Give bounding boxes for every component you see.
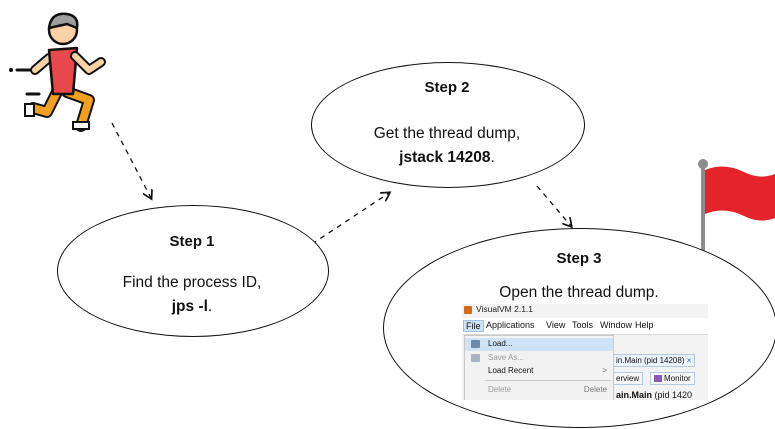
visualvm-menubar: File Applications View Tools Window Help: [462, 318, 708, 335]
step2-line1: Get the thread dump,: [373, 125, 521, 142]
menu-item-save-as-label: Save As...: [488, 353, 525, 362]
flag-icon: [698, 159, 775, 274]
load-icon: [471, 340, 480, 348]
menu-item-load-recent-label: Load Recent: [488, 366, 534, 375]
step3-title: Step 3: [556, 250, 602, 267]
step1-command-line: jps -l.: [57, 295, 327, 319]
step1-text: Find the process ID, jps -l.: [57, 271, 327, 319]
menu-item-delete[interactable]: Delete Delete: [465, 384, 613, 397]
menu-item-delete-label: Delete: [488, 385, 512, 394]
step1-command: jps -l: [171, 298, 208, 315]
tab-monitor[interactable]: Monitor: [650, 372, 695, 385]
tab-process[interactable]: in.Main (pid 14208) ×: [612, 354, 696, 367]
menu-item-load[interactable]: Load...: [465, 338, 613, 351]
tab-close-icon[interactable]: ×: [686, 356, 692, 365]
step2-title: Step 2: [424, 79, 470, 96]
step3-line1: Open the thread dump.: [499, 284, 659, 301]
menu-item-load-recent[interactable]: Load Recent >: [465, 365, 613, 378]
submenu-arrow-icon: >: [602, 366, 607, 375]
file-dropdown-menu: Load... Save As... Load Recent > Delete …: [464, 335, 614, 400]
step2-period: .: [490, 149, 495, 166]
step1-title: Step 1: [169, 233, 215, 250]
menu-item-delete-shortcut: Delete: [583, 385, 607, 394]
menu-file[interactable]: File: [463, 320, 484, 332]
step2-command-line: jstack 14208.: [311, 146, 583, 170]
arrow-step2-to-step3: [536, 185, 571, 226]
tab-process-label: in.Main (pid 14208): [616, 356, 685, 365]
menu-applications[interactable]: Applications: [486, 320, 535, 330]
menu-help[interactable]: Help: [635, 320, 654, 330]
process-heading-pid: (pid 1420: [654, 390, 693, 400]
step2-command: jstack 14208: [399, 149, 491, 166]
process-heading-main: ain.Main: [616, 390, 653, 400]
menu-item-load-label: Load...: [488, 339, 513, 348]
tab-monitor-label: Monitor: [664, 374, 691, 383]
menu-item-save-as[interactable]: Save As...: [465, 352, 613, 365]
step2-text: Get the thread dump, jstack 14208.: [311, 122, 583, 170]
step2-ellipse: [311, 62, 585, 188]
menu-window[interactable]: Window: [600, 320, 633, 330]
visualvm-app-icon: [464, 306, 472, 314]
menu-view[interactable]: View: [546, 320, 566, 330]
visualvm-window-title: VisualVM 2.1.1: [476, 304, 534, 314]
step1-period: .: [207, 298, 213, 315]
monitor-icon: [654, 375, 662, 382]
menu-separator: [485, 380, 611, 381]
save-icon: [471, 354, 480, 362]
step1-ellipse: [57, 205, 329, 337]
runner-icon: [9, 12, 106, 132]
visualvm-screenshot: VisualVM 2.1.1 File Applications View To…: [462, 304, 708, 400]
menu-tools[interactable]: Tools: [572, 320, 594, 330]
arrow-runner-to-step1: [111, 122, 151, 198]
tab-overview[interactable]: erview: [612, 372, 644, 385]
step1-line1: Find the process ID,: [122, 274, 262, 291]
visualvm-process-heading: ain.Main (pid 1420: [616, 390, 692, 400]
